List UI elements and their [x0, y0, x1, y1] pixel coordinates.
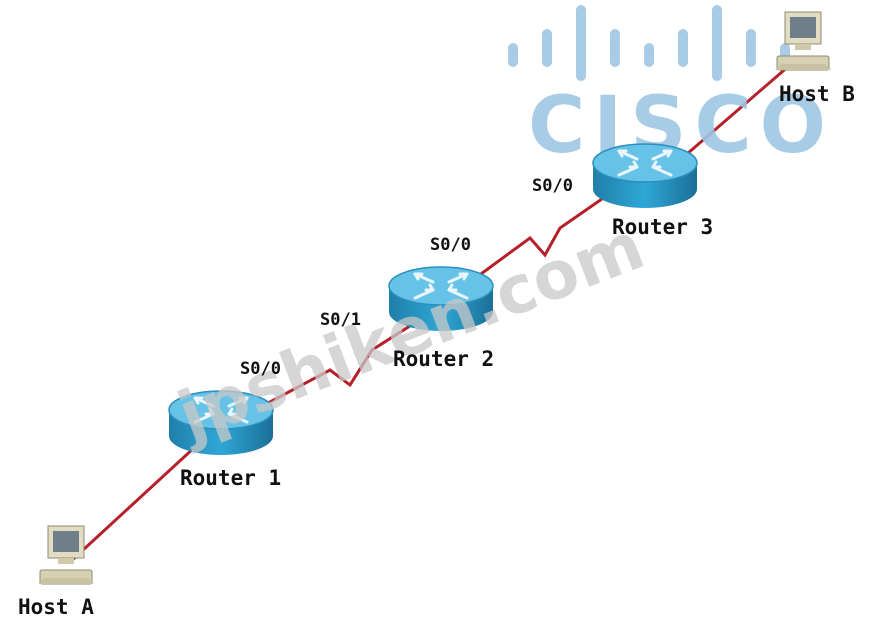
serial-link-router-1-router-2 — [254, 310, 433, 412]
host-a-label: Host A — [18, 595, 94, 619]
host-a[interactable] — [37, 525, 95, 585]
cisco-bars-icon — [508, 5, 790, 81]
link-router-3-host-b — [679, 63, 791, 162]
router-1-label: Router 1 — [180, 466, 281, 490]
router-2-s0-0-label: S0/0 — [430, 235, 471, 255]
host-b-label: Host B — [779, 82, 855, 106]
site-watermark: jpshiken.com — [165, 207, 654, 456]
router-icon — [591, 142, 699, 210]
router-3[interactable] — [591, 142, 699, 210]
router-3-s0-0-label: S0/0 — [532, 176, 573, 196]
desktop-pc-icon — [37, 525, 95, 585]
link-host-a-router-1 — [68, 433, 210, 564]
serial-link-router-2-router-3 — [469, 190, 613, 284]
router-2-s0-1-label: S0/1 — [320, 310, 361, 330]
host-b[interactable] — [774, 11, 832, 71]
router-1-s0-0-label: S0/0 — [240, 359, 281, 379]
links — [68, 63, 791, 564]
desktop-pc-icon — [774, 11, 832, 71]
router-2-label: Router 2 — [393, 347, 494, 371]
router-3-label: Router 3 — [612, 215, 713, 239]
